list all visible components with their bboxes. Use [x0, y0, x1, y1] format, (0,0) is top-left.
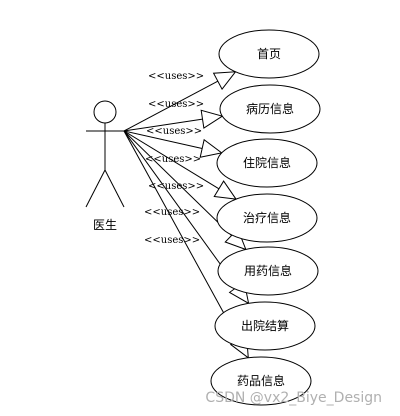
actor-head: [93, 100, 117, 124]
watermark: CSDN @vx2_Biye_Design: [205, 390, 382, 406]
uses-label: <<uses>>: [144, 235, 200, 246]
actor-label: 医生: [93, 218, 117, 232]
arrowhead: [213, 180, 238, 200]
uses-label: <<uses>>: [146, 126, 202, 137]
actor-doctor: 医生: [85, 100, 125, 232]
use-case-ellipse: [216, 138, 318, 188]
actor-left-leg: [85, 169, 106, 208]
use-case: 出院结算: [214, 301, 316, 351]
uses-label: <<uses>>: [144, 207, 200, 218]
use-case-label: 药品信息: [237, 373, 285, 388]
arrowhead: [199, 138, 223, 158]
association-line: [123, 130, 220, 190]
use-case-label: 病历信息: [246, 101, 294, 116]
use-case-label: 治疗信息: [243, 210, 291, 225]
association-line: [123, 118, 203, 132]
uses-label: <<uses>>: [148, 181, 204, 192]
use-case-label: 用药信息: [244, 263, 292, 278]
association-line: [123, 80, 219, 132]
uses-label: <<uses>>: [148, 71, 204, 82]
use-case: 用药信息: [217, 246, 319, 296]
use-case: 首页: [218, 29, 320, 79]
use-case-ellipse: [210, 356, 312, 406]
arrowhead: [200, 109, 224, 129]
association-line: [123, 130, 232, 236]
use-case-label: 首页: [257, 47, 281, 61]
use-case-label: 出院结算: [241, 318, 289, 333]
uses-label: <<uses>>: [148, 99, 204, 110]
use-case: 病历信息: [219, 84, 321, 134]
use-case-ellipse: [219, 84, 321, 134]
use-case: 治疗信息: [216, 193, 318, 243]
uses-label: <<uses>>: [145, 154, 201, 165]
arrowhead: [212, 71, 237, 91]
actor-right-leg: [104, 169, 125, 208]
use-case-label: 住院信息: [243, 155, 291, 170]
use-case-ellipse: [214, 301, 316, 351]
use-case-ellipse: [216, 193, 318, 243]
association-line: [123, 130, 238, 288]
association-line: [123, 130, 240, 341]
relation-labels: <<uses>> <<uses>> <<uses>> <<uses>> <<uses>>…: [144, 71, 204, 246]
association-lines: [123, 71, 250, 359]
use-case-ellipse: [218, 29, 320, 79]
use-case: 住院信息: [216, 138, 318, 188]
use-case-ellipse: [217, 246, 319, 296]
association-line: [123, 130, 203, 149]
use-case: 药品信息: [210, 356, 312, 406]
